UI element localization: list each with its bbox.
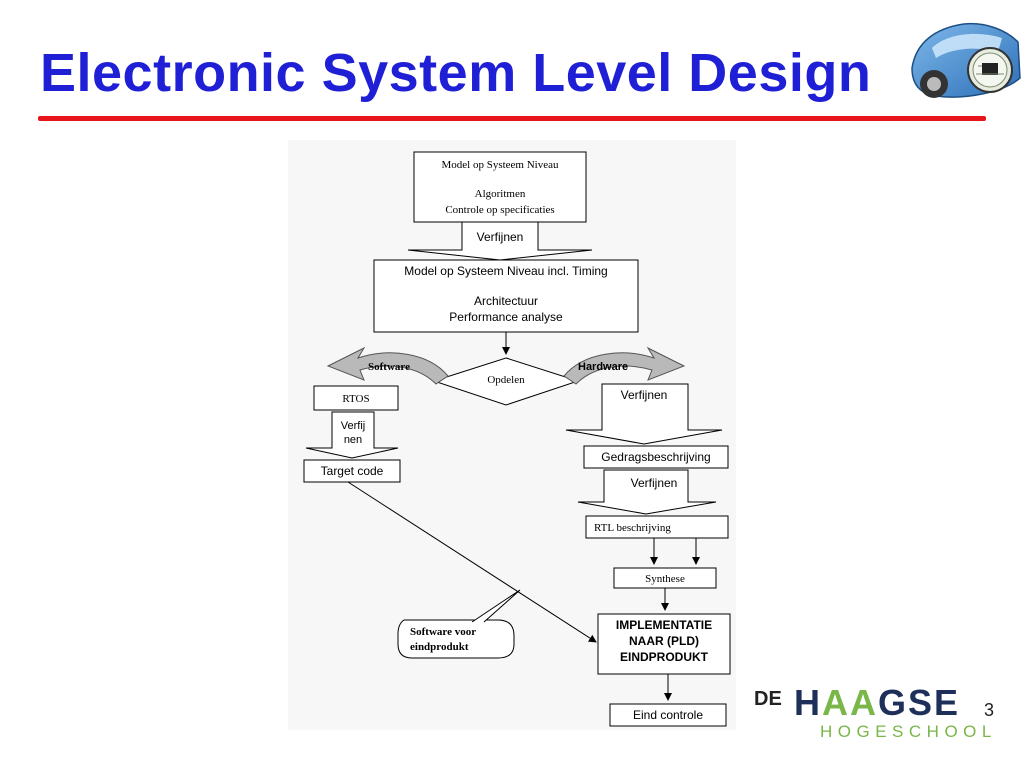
sw-refine-line1: Verfij <box>341 420 365 432</box>
software-label: Software <box>368 361 410 373</box>
box1-line2: Algoritmen <box>475 188 526 200</box>
split-decision <box>432 357 580 406</box>
logo-word-aa: AA <box>822 682 878 723</box>
rtl-description-box <box>585 515 729 539</box>
hw-refine1-label: Verfijnen <box>621 388 668 402</box>
logo-subtitle: HOGESCHOOL <box>820 722 997 741</box>
rtos-label: RTOS <box>342 393 369 405</box>
software-callout <box>397 619 515 659</box>
callout-line2: eindprodukt <box>410 641 469 653</box>
implementation-box <box>597 613 731 675</box>
title-underline <box>38 116 986 121</box>
box1-line3: Controle op specificaties <box>445 204 554 216</box>
behaviour-description-box <box>583 445 729 469</box>
flow-svg: Model op Systeem Niveau Algoritmen Contr… <box>303 151 731 727</box>
target-code-box <box>303 459 401 483</box>
hardware-label: Hardware <box>578 361 628 373</box>
rtl-label: RTL beschrijving <box>594 522 671 534</box>
hardware-branch-arrow <box>563 346 686 385</box>
impl-line2: NAAR (PLD) <box>629 634 699 648</box>
car-chip-icon <box>911 22 1021 98</box>
software-callout-pointer <box>471 589 521 623</box>
hw-refine2-label: Verfijnen <box>631 476 678 490</box>
box1-line1: Model op Systeem Niveau <box>441 159 559 171</box>
callout-line1: Software voor <box>410 626 476 638</box>
system-model-timing-box <box>373 259 639 333</box>
refine-arrow-1-label: Verfijnen <box>477 230 524 244</box>
software-branch-arrow <box>326 346 449 385</box>
decision-label: Opdelen <box>487 374 525 386</box>
refine-arrow-1 <box>407 221 593 261</box>
box2-line2: Architectuur <box>474 294 538 308</box>
hardware-refine-arrow-1 <box>565 383 723 445</box>
sw-refine-line2: nen <box>344 434 362 446</box>
logo-wordmark: HAAGSE <box>794 682 960 724</box>
box2-line3: Performance analyse <box>449 310 563 324</box>
final-check-box <box>609 703 727 727</box>
target-code-label: Target code <box>321 464 384 478</box>
logo-word-h: H <box>794 682 822 723</box>
logo-word-gse: GSE <box>878 682 961 723</box>
page-number: 3 <box>984 700 995 720</box>
esl-design-flow-diagram: Model op Systeem Niveau Algoritmen Contr… <box>288 140 736 730</box>
behaviour-label: Gedragsbeschrijving <box>601 450 710 464</box>
rtos-box <box>313 385 399 411</box>
software-refine-arrow <box>305 411 399 459</box>
slide-title: Electronic System Level Design <box>40 43 872 103</box>
impl-line3: EINDPRODUKT <box>620 650 709 664</box>
impl-line1: IMPLEMENTATIE <box>616 618 712 632</box>
synthesis-label: Synthese <box>645 573 685 585</box>
logo-prefix: DE <box>754 688 782 710</box>
software-to-implementation-line <box>347 481 597 643</box>
final-check-label: Eind controle <box>633 708 703 722</box>
box2-line1: Model op Systeem Niveau incl. Timing <box>404 264 607 278</box>
hardware-refine-arrow-2 <box>577 469 717 515</box>
